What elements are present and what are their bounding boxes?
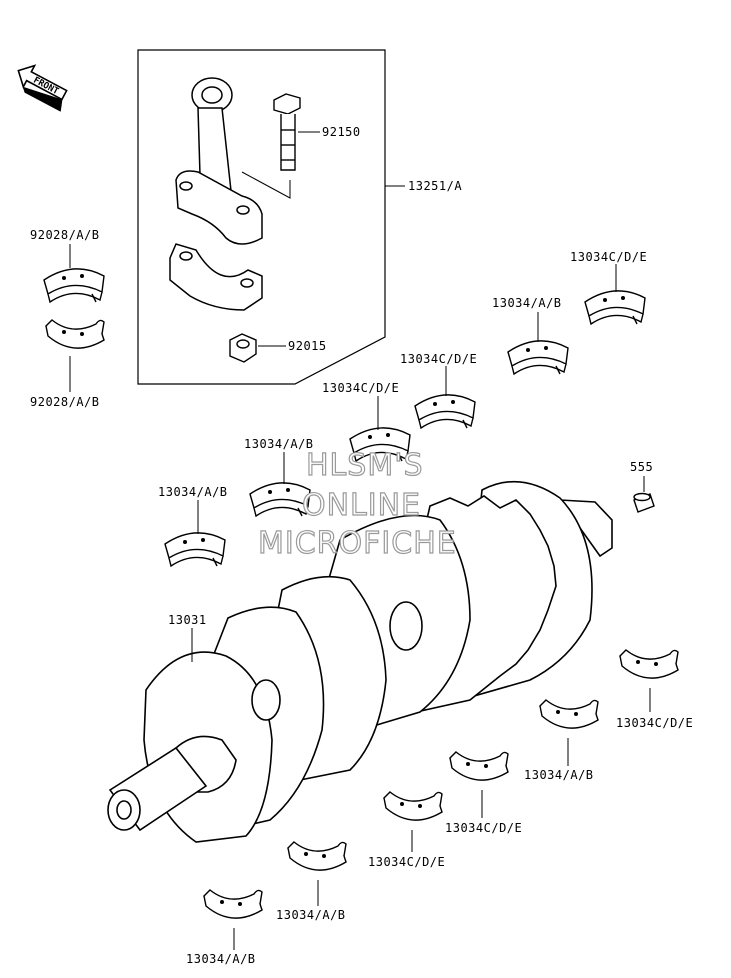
label-main-bearing-6: 13034/A/B [158,485,228,499]
main-bearing-shell-3 [414,394,476,429]
con-rod-bearing-lower [45,319,105,349]
label-lower-bearing-5: 13034/A/B [276,908,346,922]
label-main-bearing-2: 13034/A/B [492,296,562,310]
label-bolt: 92150 [322,125,361,139]
label-con-rod-assy: 13251/A [408,179,463,193]
label-con-rod-bearing-lower: 92028/A/B [30,395,100,409]
connecting-rod-cap [169,243,263,311]
label-lower-bearing-3: 13034C/D/E [445,821,523,835]
main-bearing-shell-1 [584,290,646,325]
front-arrow-icon: FRONT [17,64,68,112]
label-lower-bearing-2: 13034/A/B [524,768,594,782]
connecting-rod [175,77,263,245]
lower-bearing-shell-5 [287,841,347,871]
bolt-icon [273,93,301,171]
lower-bearing-shell-1 [619,649,679,679]
label-pin: 555 [630,460,654,474]
label-con-rod-bearing-upper: 92028/A/B [30,228,100,242]
label-lower-bearing-6: 13034/A/B [186,952,256,966]
pin-icon [633,492,655,513]
lower-bearing-shell-4 [383,791,443,821]
con-rod-assy-outline [137,49,386,385]
label-lower-bearing-4: 13034C/D/E [368,855,446,869]
lower-bearing-shell-3 [449,751,509,781]
lower-bearing-shell-6 [203,889,263,919]
main-bearing-shell-5 [249,482,311,517]
watermark-line-2: ONLINE [301,488,422,523]
label-nut: 92015 [288,339,327,353]
label-main-bearing-3: 13034C/D/E [400,352,478,366]
main-bearing-shell-2 [507,340,569,375]
label-main-bearing-5: 13034/A/B [244,437,314,451]
lower-bearing-shell-2 [539,699,599,729]
watermark-line-3: MICROFICHE [257,526,457,561]
con-rod-bearing-upper [43,268,105,303]
label-main-bearing-4: 13034C/D/E [322,381,400,395]
main-bearing-shell-6 [164,532,226,567]
watermark-line-1: HLSM'S [305,448,424,483]
nut-icon [229,333,257,363]
label-main-bearing-1: 13034C/D/E [570,250,648,264]
label-lower-bearing-1: 13034C/D/E [616,716,694,730]
crankshaft [107,480,613,843]
label-crankshaft: 13031 [168,613,207,627]
